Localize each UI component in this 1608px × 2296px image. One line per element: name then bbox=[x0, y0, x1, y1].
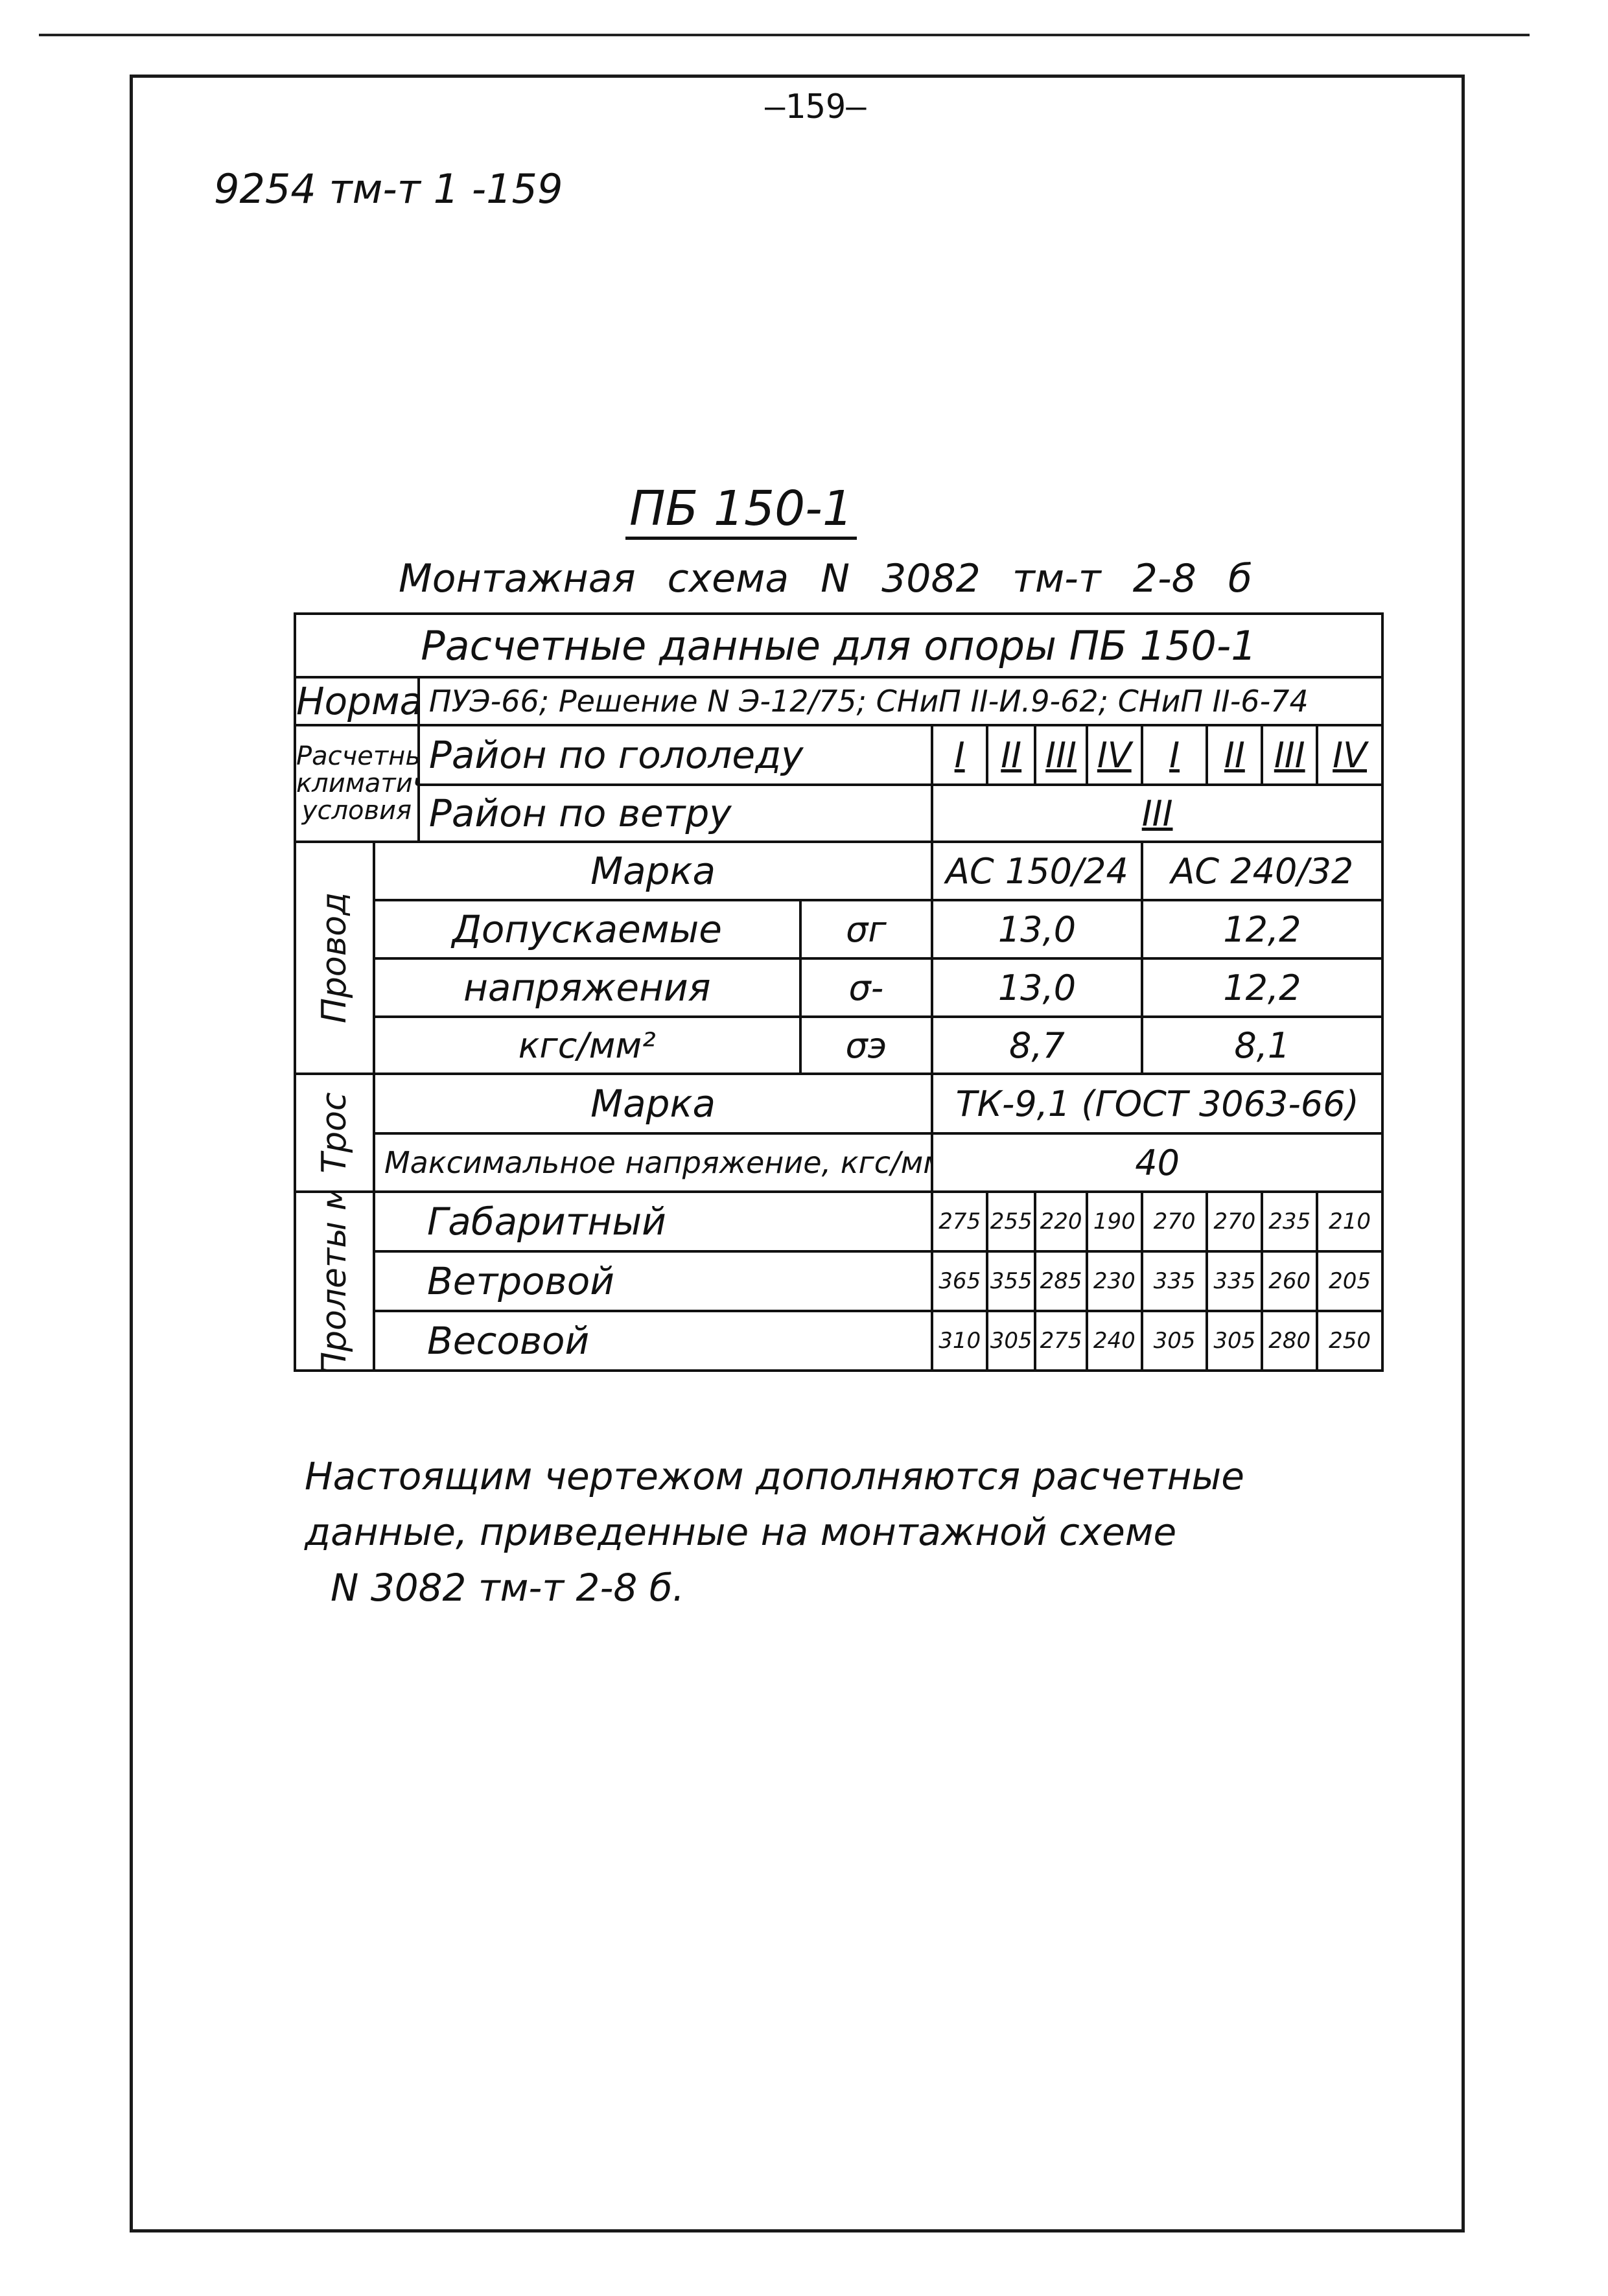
wind-region-value: III bbox=[931, 783, 1384, 843]
span-value: 355 bbox=[986, 1250, 1037, 1312]
design-data-table: Расчетные данные для опоры ПБ 150-1 Норм… bbox=[294, 612, 1384, 1372]
stress-value: 8,1 bbox=[1140, 1015, 1384, 1075]
span-value: 220 bbox=[1034, 1190, 1088, 1253]
normatives-label: Нормативы bbox=[294, 676, 420, 726]
normatives-value: ПУЭ-66; Решение N Э-12/75; СНиП II-И.9-6… bbox=[417, 676, 1384, 726]
note-line-3: N 3082 тм-т 2-8 б. bbox=[331, 1566, 684, 1610]
span-value: 230 bbox=[1085, 1250, 1143, 1312]
page-number: –159– bbox=[765, 87, 867, 126]
span-value: 275 bbox=[931, 1190, 989, 1253]
span-value: 190 bbox=[1085, 1190, 1143, 1253]
span-value: 310 bbox=[931, 1310, 989, 1372]
span-value: 365 bbox=[931, 1250, 989, 1312]
span-value: 285 bbox=[1034, 1250, 1088, 1312]
ice-region-cell: III bbox=[1261, 724, 1319, 786]
ice-region-cell: II bbox=[1206, 724, 1264, 786]
cable-brand-label: Марка bbox=[372, 1073, 934, 1135]
ice-region-cell: II bbox=[986, 724, 1037, 786]
stress-value: 12,2 bbox=[1140, 899, 1384, 960]
cable-brand-value: ТК-9,1 (ГОСТ 3063-66) bbox=[931, 1073, 1384, 1135]
span-value: 250 bbox=[1316, 1310, 1384, 1372]
span-label-weight: Весовой bbox=[372, 1310, 934, 1372]
stress-symbol: σ- bbox=[798, 957, 934, 1018]
top-rule bbox=[39, 34, 1530, 36]
max-stress-value: 40 bbox=[931, 1132, 1384, 1193]
span-value: 305 bbox=[1140, 1310, 1209, 1372]
page-frame bbox=[130, 75, 1465, 2232]
span-value: 270 bbox=[1206, 1190, 1264, 1253]
span-value: 210 bbox=[1316, 1190, 1384, 1253]
span-value: 235 bbox=[1261, 1190, 1319, 1253]
stress-label-line2: напряжения bbox=[372, 957, 802, 1018]
ice-region-cell: IV bbox=[1316, 724, 1384, 786]
wire-brand-2: АС 240/32 bbox=[1140, 841, 1384, 901]
stress-value: 12,2 bbox=[1140, 957, 1384, 1018]
stress-symbol: σг bbox=[798, 899, 934, 960]
span-value: 305 bbox=[1206, 1310, 1264, 1372]
cable-group-label: Трос bbox=[294, 1073, 375, 1193]
span-value: 335 bbox=[1206, 1250, 1264, 1312]
stress-value: 13,0 bbox=[931, 957, 1143, 1018]
span-value: 280 bbox=[1261, 1310, 1319, 1372]
ice-region-label: Район по гололеду bbox=[417, 724, 934, 786]
stress-value: 8,7 bbox=[931, 1015, 1143, 1075]
wire-group-label: Провод bbox=[294, 841, 375, 1075]
wire-brand-label: Марка bbox=[372, 841, 934, 901]
spans-group-label: Пролеты м bbox=[294, 1190, 375, 1372]
span-value: 260 bbox=[1261, 1250, 1319, 1312]
span-value: 275 bbox=[1034, 1310, 1088, 1372]
stress-symbol: σэ bbox=[798, 1015, 934, 1075]
document-number: 9254 тм-т 1 -159 bbox=[214, 165, 563, 213]
ice-region-cell: I bbox=[931, 724, 989, 786]
stress-label-line1: Допускаемые bbox=[372, 899, 802, 960]
note-line-2: данные, приведенные на монтажной схеме bbox=[305, 1510, 1177, 1554]
note-paragraph: Настоящим чертежом дополняются расчетные… bbox=[305, 1448, 1387, 1616]
wire-brand-1: АС 150/24 bbox=[931, 841, 1143, 901]
wind-region-label: Район по ветру bbox=[417, 783, 934, 843]
span-value: 270 bbox=[1140, 1190, 1209, 1253]
ice-region-cell: III bbox=[1034, 724, 1088, 786]
max-stress-label: Максимальное напряжение, кгс/мм² bbox=[372, 1132, 934, 1193]
drawing-subtitle: Монтажная схема N 3082 тм-т 2-8 б bbox=[399, 556, 1252, 601]
ice-region-cell: I bbox=[1140, 724, 1209, 786]
span-value: 205 bbox=[1316, 1250, 1384, 1312]
span-label-gabarit: Габаритный bbox=[372, 1190, 934, 1253]
span-value: 255 bbox=[986, 1190, 1037, 1253]
span-value: 305 bbox=[986, 1310, 1037, 1372]
span-value: 335 bbox=[1140, 1250, 1209, 1312]
table-header: Расчетные данные для опоры ПБ 150-1 bbox=[294, 612, 1384, 678]
span-label-wind: Ветровой bbox=[372, 1250, 934, 1312]
ice-region-cell: IV bbox=[1085, 724, 1143, 786]
drawing-title: ПБ 150-1 bbox=[625, 482, 857, 540]
note-line-1: Настоящим чертежом дополняются расчетные bbox=[305, 1454, 1244, 1498]
stress-value: 13,0 bbox=[931, 899, 1143, 960]
span-value: 240 bbox=[1085, 1310, 1143, 1372]
climate-label: Расчетные климатические условия bbox=[294, 724, 420, 843]
stress-label-line3: кгс/мм² bbox=[372, 1015, 802, 1075]
